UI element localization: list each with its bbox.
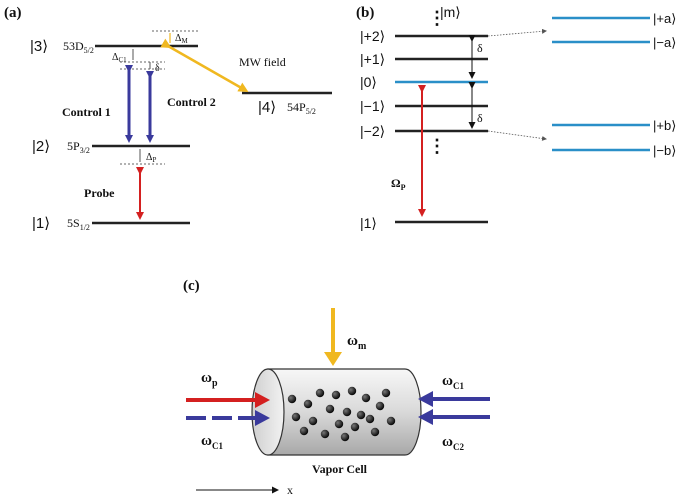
delta-upper-label: δ: [477, 41, 483, 55]
ket-minus-b: |−b⟩: [653, 143, 676, 158]
panel-b: (b) ⋮ |m⟩ |+2⟩ |+1⟩ |0⟩ |−1⟩ |−2⟩ |1⟩ ⋮ …: [356, 4, 676, 231]
control-1-beam-left-head: [255, 410, 270, 426]
level-2-ket: |2⟩: [32, 138, 50, 155]
ket-minus1: |−1⟩: [360, 98, 385, 114]
probe-label: Probe: [84, 186, 115, 200]
level-4-ket: |4⟩: [258, 99, 276, 116]
ket-ground: |1⟩: [360, 215, 377, 231]
map-line-upper: [487, 28, 547, 37]
delta-p-label: ΔP: [146, 152, 156, 164]
vapor-cell: [251, 368, 422, 456]
ket-minus-a: |−a⟩: [653, 35, 676, 50]
panel-a-label: (a): [4, 5, 22, 21]
atoms: [287, 386, 396, 442]
control-2-beam-right-head: [418, 409, 433, 425]
omega-c2-label: ωC2: [442, 434, 464, 452]
omega-p-beam-label: ωp: [201, 370, 218, 389]
omega-m-label: ωm: [347, 333, 367, 352]
vapor-cell-label: Vapor Cell: [312, 462, 368, 476]
ket-plus1: |+1⟩: [360, 51, 385, 67]
panel-b-label: (b): [356, 5, 374, 21]
level-1-state: 5S1/2: [67, 216, 90, 232]
map-line-lower: [487, 130, 547, 141]
ket-plus-b: |+b⟩: [653, 118, 676, 133]
ket-m: |m⟩: [440, 4, 461, 20]
omega-p-label: ΩP: [391, 176, 406, 192]
delta-m-label: ΔM: [175, 33, 188, 45]
mw-field-label: MW field: [239, 55, 286, 69]
control-1-beam-right-head: [418, 391, 433, 407]
ket-zero: |0⟩: [360, 74, 377, 90]
ket-plus2: |+2⟩: [360, 28, 385, 44]
omega-m-arrowhead: [324, 352, 342, 366]
panel-c-label: (c): [183, 278, 200, 294]
mw-field-arrow: [160, 38, 249, 92]
panel-a: (a) |3⟩ 53D5/2 |2⟩ 5P3/2 |1⟩ 5S1/2 |4⟩ 5…: [4, 5, 332, 232]
level-4-state: 54P5/2: [287, 100, 316, 116]
level-3-ket: |3⟩: [30, 38, 48, 55]
level-1-ket: |1⟩: [32, 215, 50, 232]
dots-top: ⋮: [428, 8, 446, 28]
level-2-state: 5P3/2: [67, 139, 90, 155]
dots-bottom: ⋮: [428, 136, 446, 156]
delta-c1-label: ΔC1: [112, 52, 127, 64]
control-2-label: Control 2: [167, 95, 216, 109]
ket-plus-a: |+a⟩: [653, 11, 676, 26]
panel-c: (c): [183, 278, 490, 497]
ket-minus2: |−2⟩: [360, 123, 385, 139]
delta-small-label: δ: [155, 63, 160, 74]
probe-beam-arrowhead: [255, 392, 270, 408]
control-1-label: Control 1: [62, 105, 111, 119]
x-axis-label: x: [287, 483, 293, 497]
omega-c1-right-label: ωC1: [442, 373, 464, 391]
omega-c1-left-label: ωC1: [201, 433, 223, 451]
level-3-state: 53D5/2: [63, 39, 94, 55]
delta-lower-label: δ: [477, 111, 483, 125]
